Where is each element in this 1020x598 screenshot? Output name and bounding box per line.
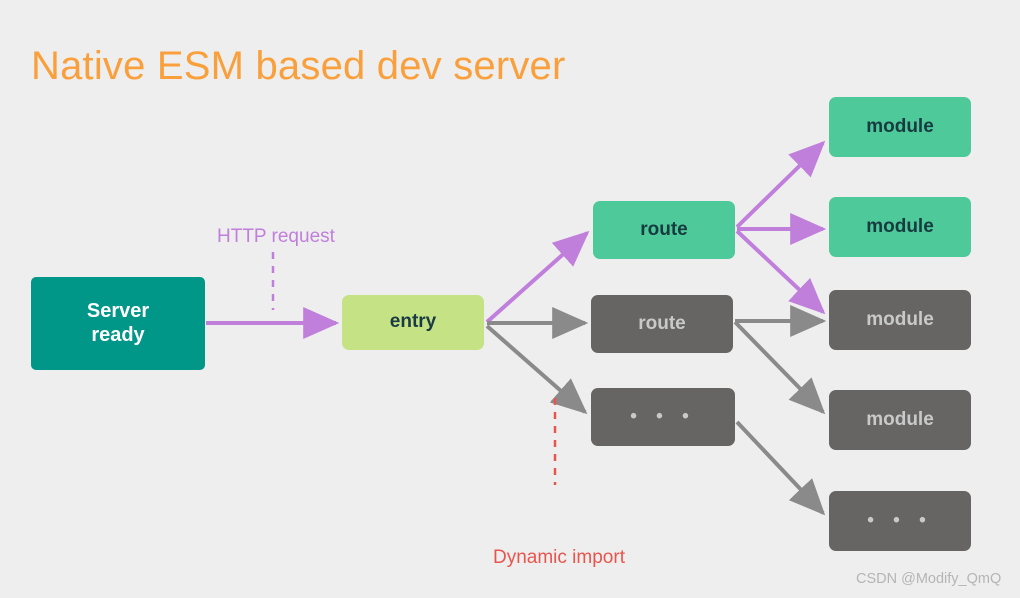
node-module-2-label: module xyxy=(866,215,934,237)
node-module-1-label: module xyxy=(866,115,934,137)
http-request-label: HTTP request xyxy=(217,226,335,247)
watermark: CSDN @Modify_QmQ xyxy=(856,571,1002,587)
node-module-1[interactable]: module xyxy=(829,97,971,157)
node-route-1-label: route xyxy=(640,218,688,240)
node-entry[interactable]: entry xyxy=(342,295,484,350)
node-route-3-label: • • • xyxy=(630,405,696,427)
node-server-ready-label: Server ready xyxy=(86,299,150,346)
node-module-5-ellipsis[interactable]: • • • xyxy=(829,491,971,551)
node-entry-label: entry xyxy=(389,311,437,333)
dynamic-import-label: Dynamic import (code split point) xyxy=(493,494,632,598)
edge-route3-to-module5 xyxy=(735,420,826,516)
node-module-5-label: • • • xyxy=(867,509,933,531)
node-module-2[interactable]: module xyxy=(829,197,971,257)
edge-route1-to-module3 xyxy=(735,229,826,315)
node-module-3-label: module xyxy=(866,308,934,330)
edge-entry-to-route1 xyxy=(485,230,590,324)
edge-route2-to-module4 xyxy=(733,320,826,415)
node-module-4-label: module xyxy=(866,408,934,430)
edge-route1-to-module1 xyxy=(735,140,826,229)
node-route-2[interactable]: route xyxy=(591,295,733,353)
node-route-1[interactable]: route xyxy=(593,201,735,259)
page-title: Native ESM based dev server xyxy=(31,44,566,88)
node-module-4[interactable]: module xyxy=(829,390,971,450)
edge-entry-to-route3 xyxy=(485,324,588,415)
node-module-3[interactable]: module xyxy=(829,290,971,350)
node-route-3-ellipsis[interactable]: • • • xyxy=(591,388,735,446)
dynamic-import-line-1: Dynamic import xyxy=(493,547,625,569)
node-server-ready[interactable]: Server ready xyxy=(31,277,205,370)
node-route-2-label: route xyxy=(638,312,686,334)
